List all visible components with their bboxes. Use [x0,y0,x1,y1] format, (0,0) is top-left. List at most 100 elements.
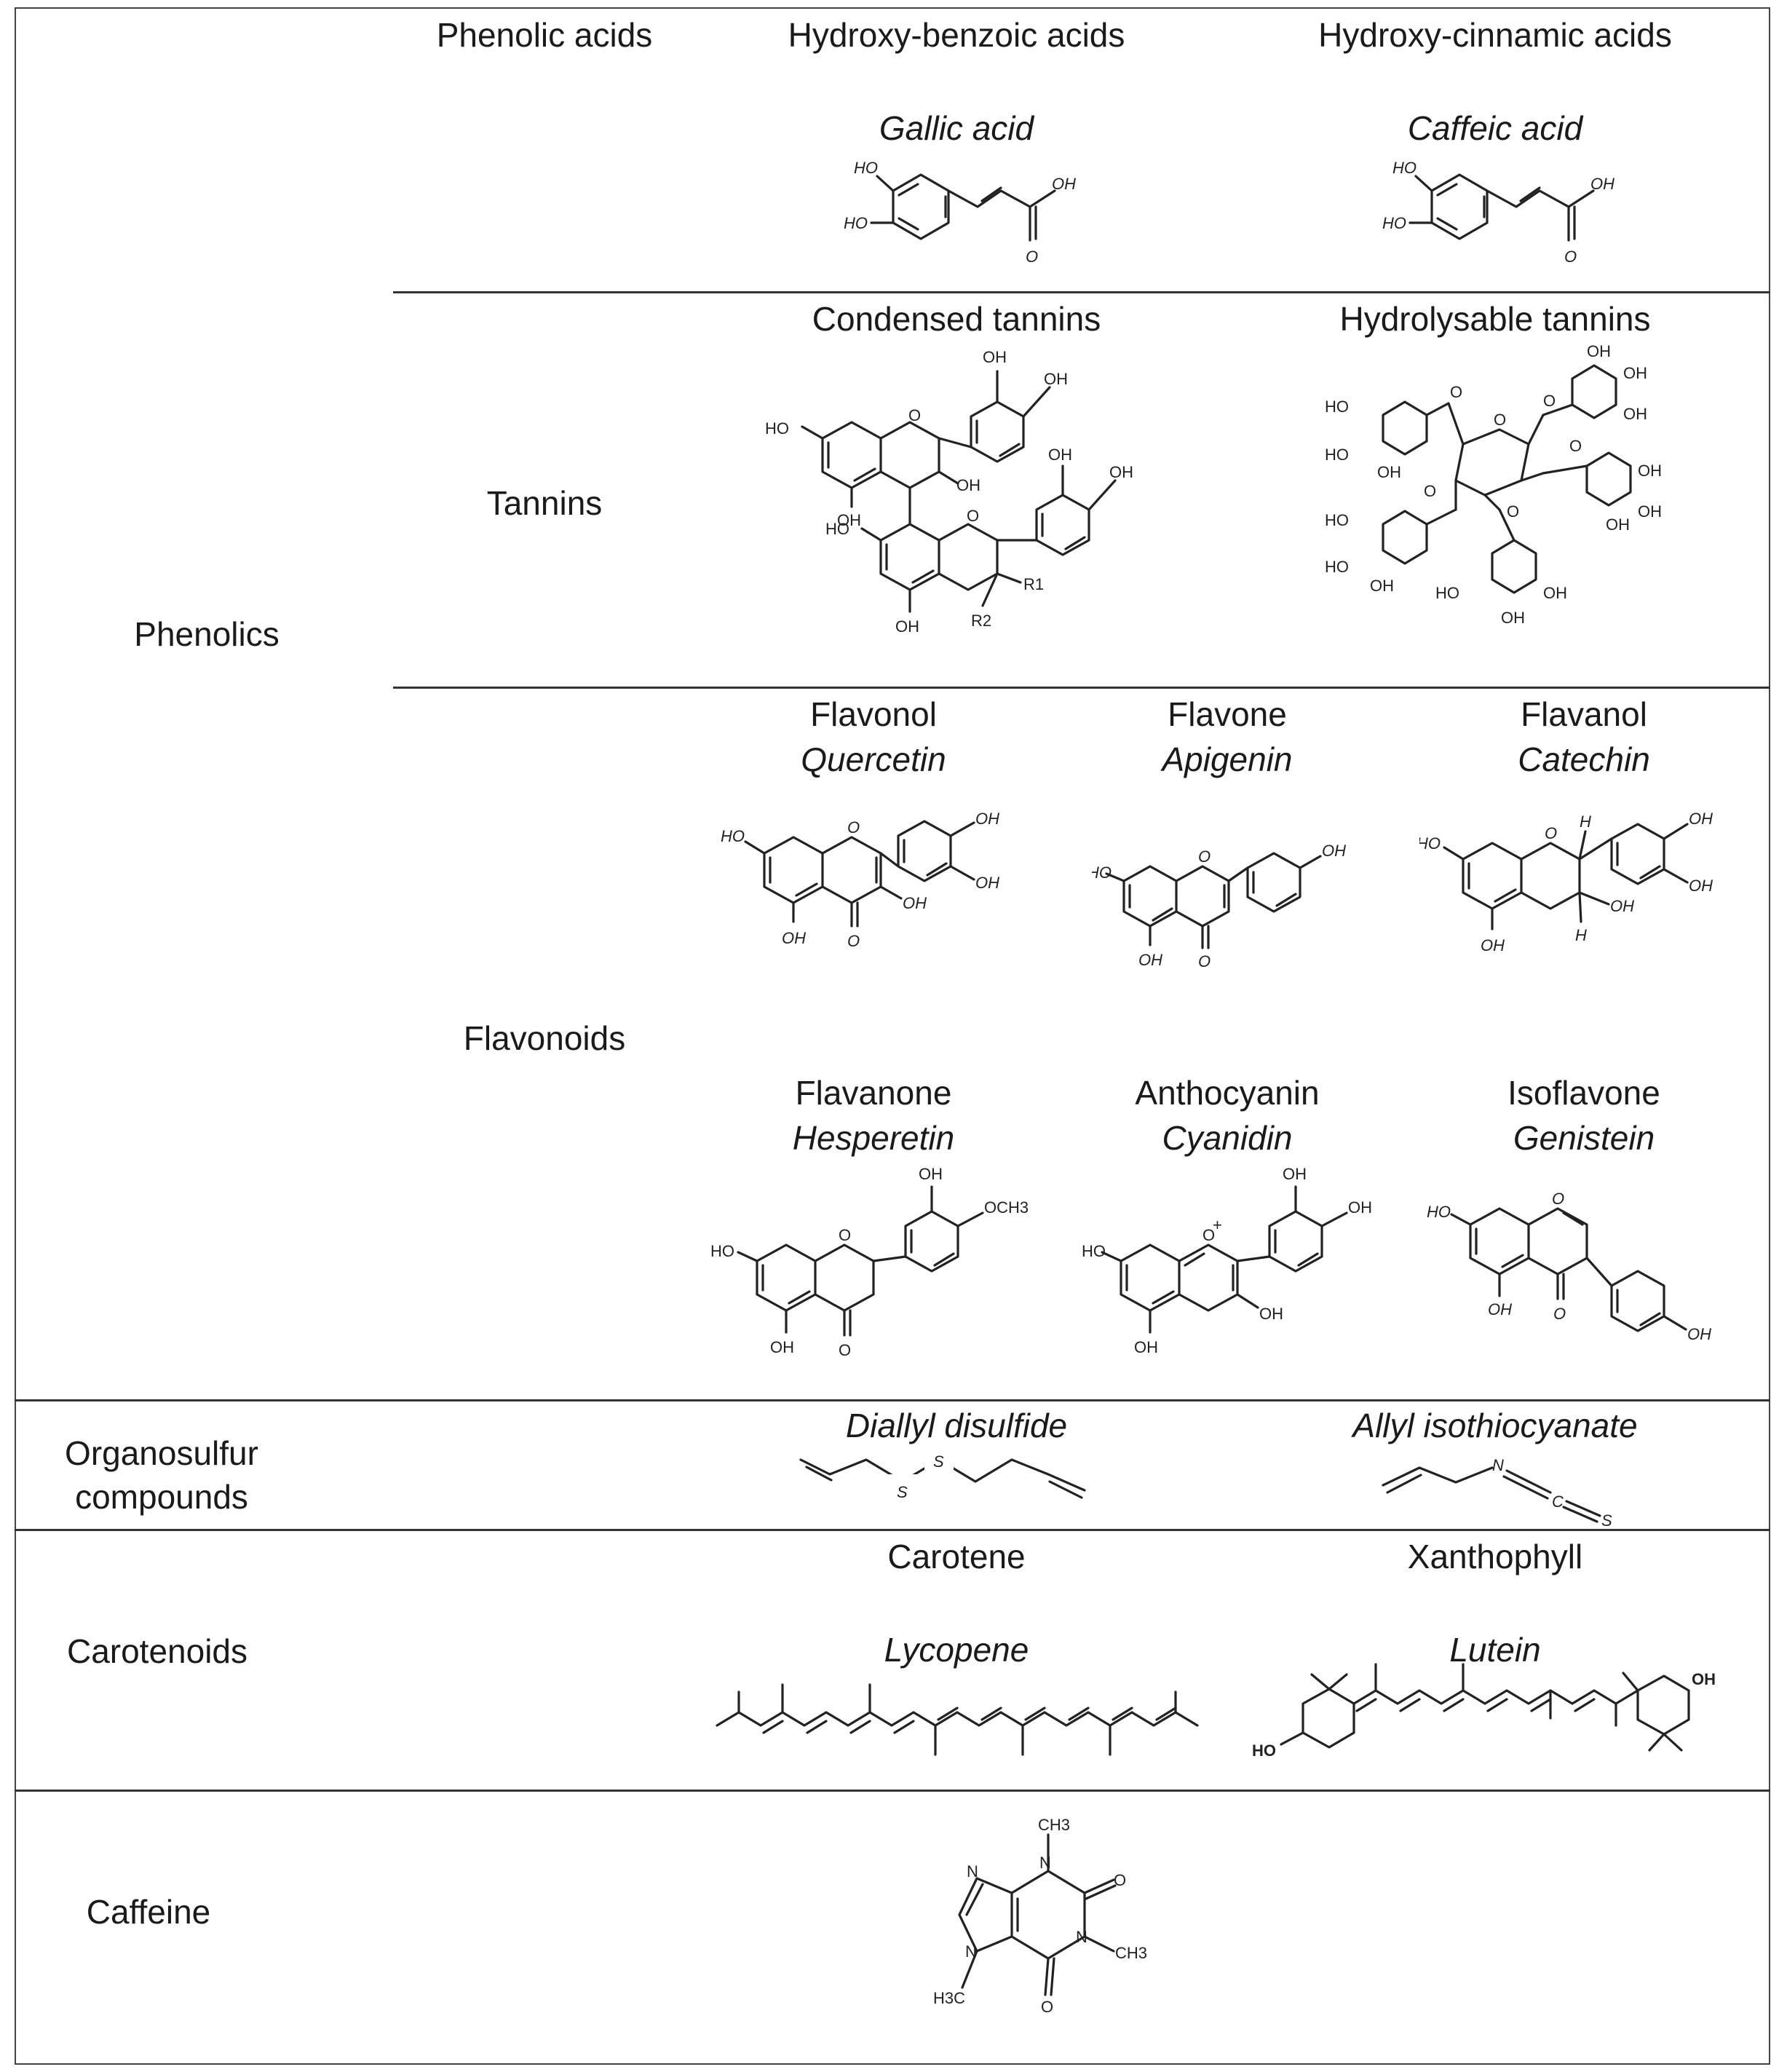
svg-text:OH: OH [1692,1670,1716,1688]
svg-text:OH: OH [1052,175,1076,193]
svg-text:O: O [839,1226,851,1244]
svg-text:HO: HO [1325,511,1349,529]
svg-text:O: O [1198,952,1211,970]
svg-text:O: O [1507,502,1519,521]
svg-text:O: O [1202,1226,1215,1244]
svg-text:O: O [1424,482,1436,500]
svg-text:OH: OH [1348,1198,1372,1217]
svg-text:OH: OH [1689,810,1713,828]
svg-text:O: O [1041,1998,1053,2016]
structure-lutein: HO OH [1245,1653,1754,1784]
svg-text:H: H [1580,812,1591,831]
svg-text:OH: OH [1689,877,1713,895]
svg-text:HO: HO [1325,446,1349,464]
svg-text:OH: OH [1044,370,1068,388]
svg-text:OH: OH [1481,936,1505,954]
svg-text:OH: OH [1109,463,1133,481]
svg-text:OH: OH [1587,342,1611,360]
svg-text:R1: R1 [1023,575,1044,593]
structure-caffeine: CH3 N O N CH3 N N H3C O [895,1813,1186,2053]
category-organosulfur-line1: Organosulfur [65,1434,258,1472]
class-flavanol: Flavanol [1521,695,1647,733]
svg-text:O: O [839,1341,851,1359]
divider-phenolics-organosulfur [15,1399,1770,1401]
svg-text:H3C: H3C [933,1989,965,2007]
svg-text:OH: OH [1283,1165,1307,1183]
svg-text:R2: R2 [971,612,991,630]
svg-text:OH: OH [983,348,1007,366]
class-flavonol: Flavonol [810,695,937,733]
svg-text:OH: OH [903,894,927,912]
category-caffeine: Caffeine [86,1893,211,1931]
name-allyl-isothiocyanate: Allyl isothiocyanate [1352,1407,1638,1444]
svg-text:HO: HO [721,827,745,845]
class-xanthophyll: Xanthophyll [1407,1538,1583,1575]
svg-text:OH: OH [895,617,919,636]
svg-text:N: N [965,1942,977,1961]
structure-catechin: HO O H OH OH OH H OH [1419,779,1754,976]
svg-text:OH: OH [919,1165,943,1183]
svg-text:S: S [1601,1511,1612,1529]
svg-text:OH: OH [1606,515,1630,534]
name-genistein: Genistein [1513,1119,1655,1157]
svg-text:HO: HO [1435,584,1459,602]
svg-text:HO: HO [825,520,849,538]
svg-text:CH3: CH3 [1115,1944,1147,1962]
name-quercetin: Quercetin [801,740,946,778]
structure-hesperetin: HO O OH OCH3 OH O [706,1158,1041,1376]
svg-text:HO: HO [844,214,868,232]
name-caffeic-acid: Caffeic acid [1407,109,1583,147]
divider-organosulfur-carotenoids [15,1529,1770,1531]
structure-quercetin: HO O OH OH OH OH O [721,779,1034,968]
class-flavanone: Flavanone [795,1074,952,1112]
structure-lycopene [710,1674,1219,1769]
svg-text:OH: OH [1138,951,1162,969]
svg-text:O: O [967,507,979,525]
divider-carotenoids-caffeine [15,1790,1770,1792]
svg-text:OH: OH [782,929,806,947]
class-flavone: Flavone [1168,695,1287,733]
svg-text:OH: OH [1687,1325,1711,1343]
name-catechin: Catechin [1518,740,1650,778]
svg-text:OH: OH [1377,463,1401,481]
svg-text:O: O [1564,248,1577,266]
table-frame [15,7,1770,2065]
category-tannins: Tannins [486,484,603,522]
structure-genistein: HO O OH O OH [1427,1158,1747,1369]
svg-text:HO: HO [1325,558,1349,576]
svg-text:O: O [1553,1305,1566,1323]
svg-text:HO: HO [710,1242,734,1260]
svg-text:O: O [1494,411,1506,429]
svg-text:OH: OH [1623,364,1647,382]
svg-text:OH: OH [1590,175,1614,193]
class-carotene: Carotene [887,1538,1026,1575]
svg-text:HO: HO [1092,863,1112,882]
name-lycopene: Lycopene [884,1631,1029,1669]
svg-text:OH: OH [1259,1305,1283,1323]
structure-gallic-acid: HO HO OH O [841,146,1088,277]
svg-text:O: O [1198,847,1211,866]
svg-text:HO: HO [1252,1741,1276,1760]
category-phenolic-acids: Phenolic acids [436,16,653,54]
svg-text:HO: HO [1392,159,1417,177]
svg-text:N: N [1492,1456,1504,1474]
name-hesperetin: Hesperetin [792,1119,955,1157]
name-cyanidin: Cyanidin [1162,1119,1293,1157]
divider-phenolic-acids-tannins [393,291,1770,293]
svg-text:OH: OH [1543,584,1567,602]
svg-text:HO: HO [854,159,878,177]
svg-text:OH: OH [1488,1300,1512,1318]
svg-text:N: N [1076,1928,1087,1946]
svg-text:O: O [1543,392,1556,410]
svg-text:O: O [847,932,860,950]
svg-text:OH: OH [1623,405,1647,423]
name-gallic-acid: Gallic acid [879,109,1034,147]
structure-cyanidin: HO O + OH OH OH OH [1070,1158,1405,1376]
class-isoflavone: Isoflavone [1507,1074,1660,1112]
svg-text:O: O [1114,1871,1126,1889]
svg-text:HO: HO [1382,214,1406,232]
svg-text:OH: OH [975,810,999,828]
structure-condensed-tannin: HO O OH OH OH OH HO O OH OH OH R1 R2 [764,335,1150,670]
name-lutein: Lutein [1449,1631,1541,1669]
